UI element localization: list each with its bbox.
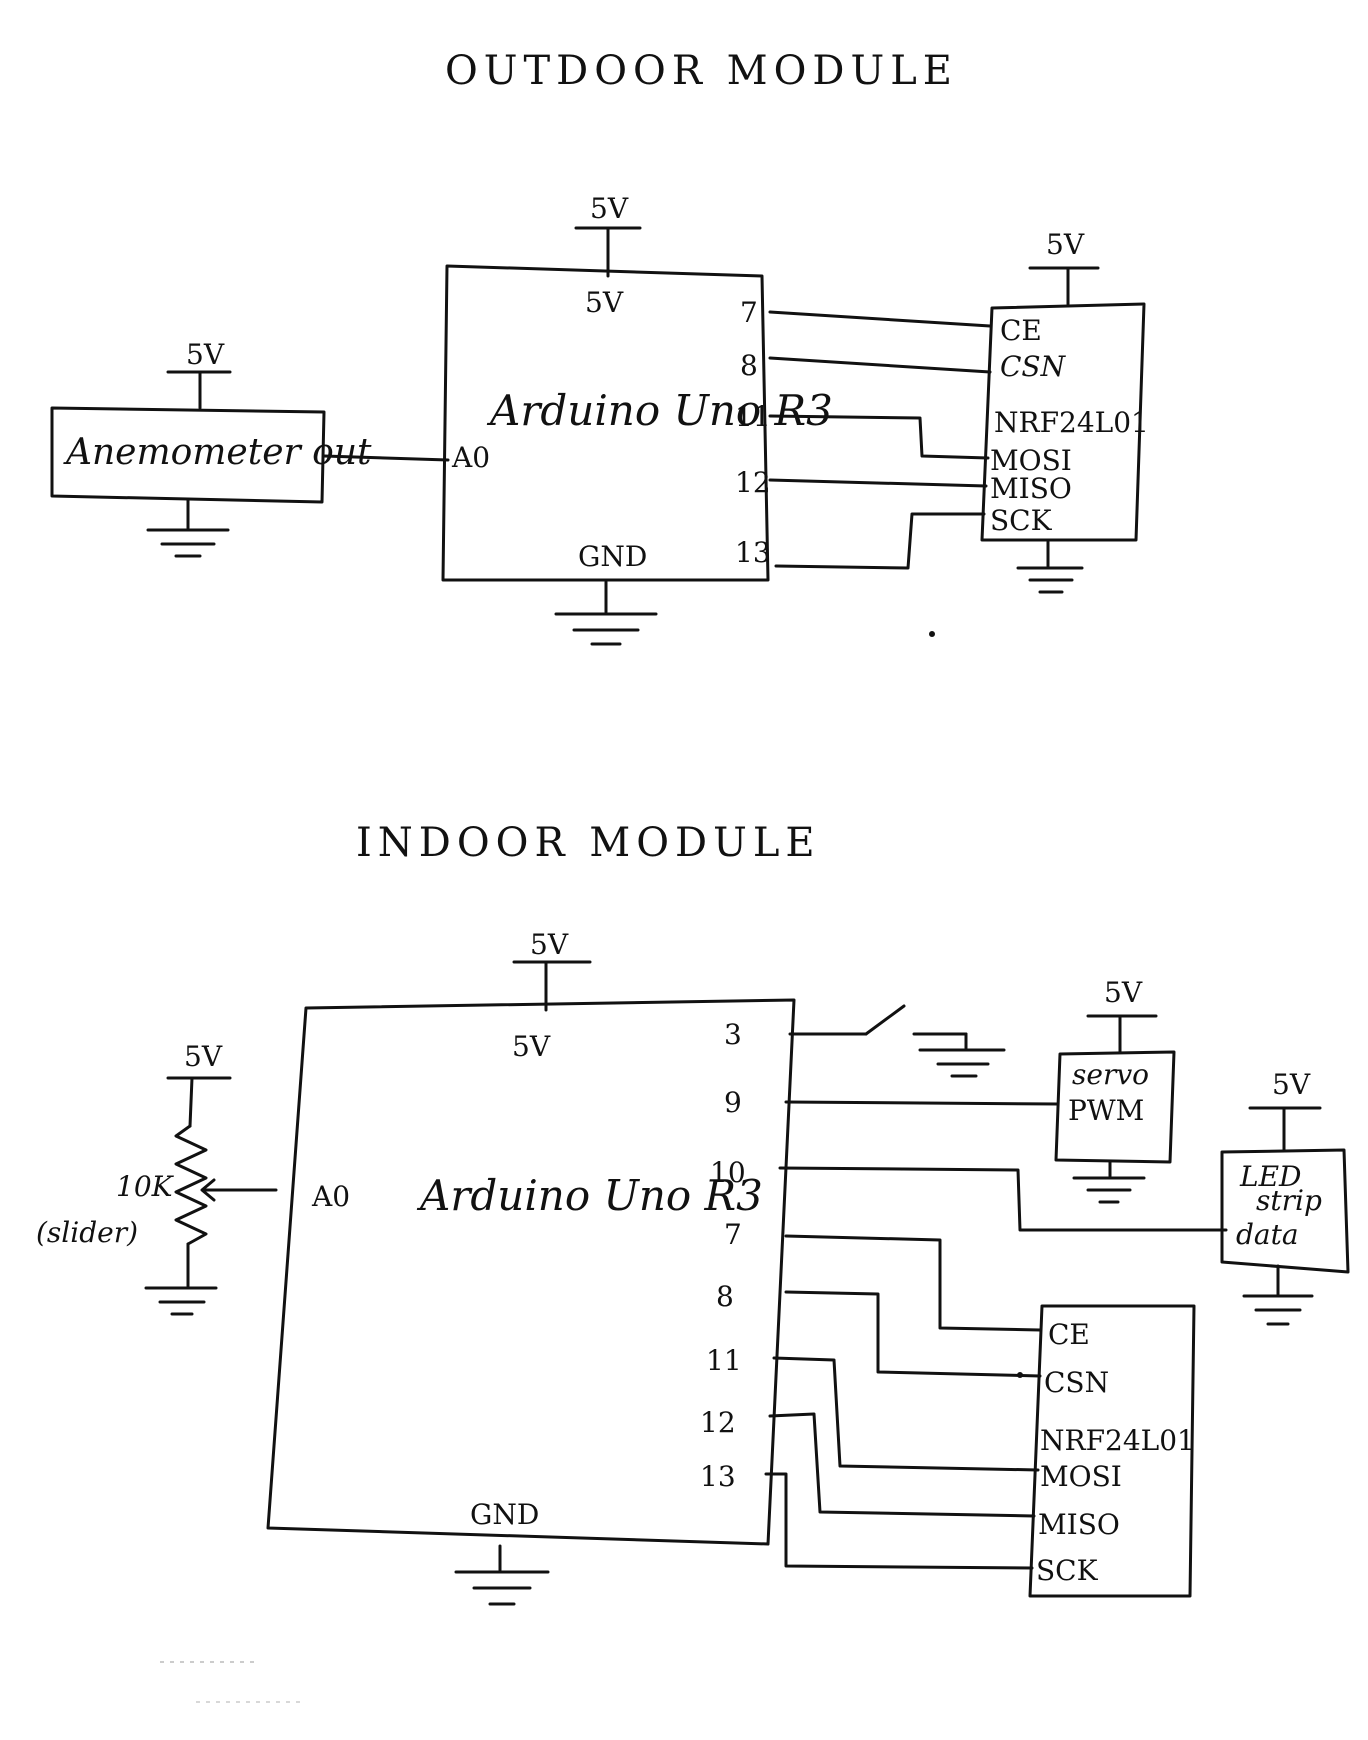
supply-label: 5V bbox=[1104, 976, 1143, 1009]
pin-label: 7 bbox=[724, 1218, 742, 1251]
pin-label: 12 bbox=[700, 1406, 736, 1439]
outdoor-nrf24l01-module: CE CSN NRF24L01 MOSI MISO SCK bbox=[980, 302, 1149, 594]
led-pin: data bbox=[1236, 1218, 1299, 1251]
radio-pin-label: CSN bbox=[1044, 1366, 1109, 1399]
radio-pin-label: CE bbox=[1048, 1318, 1090, 1351]
radio-name: NRF24L01 bbox=[994, 406, 1149, 439]
pin-label: 9 bbox=[724, 1086, 742, 1119]
scan-noise bbox=[160, 631, 935, 1703]
pushbutton-switch bbox=[788, 1004, 1006, 1078]
outdoor-spi-wires bbox=[768, 310, 992, 570]
pot-value: 10K bbox=[116, 1170, 175, 1203]
outdoor-arduino-board: 5V Arduino Uno R3 A0 GND 7 8 11 12 13 bbox=[441, 264, 833, 582]
potentiometer: 5V 10K (slider) bbox=[36, 1040, 278, 1316]
indoor-title: INDOOR MODULE bbox=[356, 820, 821, 866]
indoor-spi-wires bbox=[764, 1234, 1042, 1570]
led-name: LED bbox=[1239, 1160, 1301, 1193]
resistor-zigzag bbox=[174, 1124, 208, 1246]
wire-pin10-led bbox=[778, 1166, 1228, 1232]
arduino-name: Arduino Uno R3 bbox=[416, 1171, 763, 1220]
outdoor-radio-5v-supply: 5V bbox=[1028, 228, 1100, 306]
gnd-pin-label: GND bbox=[470, 1498, 539, 1531]
gnd-pin-label: GND bbox=[578, 540, 647, 573]
led-name2: strip bbox=[1256, 1184, 1322, 1217]
supply-label: 5V bbox=[530, 928, 569, 961]
radio-name: NRF24L01 bbox=[1040, 1424, 1195, 1457]
vcc-pin-label: 5V bbox=[585, 286, 624, 319]
pin-label: 7 bbox=[740, 296, 758, 329]
radio-pin-label: SCK bbox=[1036, 1554, 1099, 1587]
pin-label: 8 bbox=[740, 349, 758, 382]
pin-label: 11 bbox=[706, 1344, 742, 1377]
pin-label: 3 bbox=[724, 1018, 742, 1051]
radio-pin-label: SCK bbox=[990, 504, 1053, 537]
supply-label: 5V bbox=[1272, 1068, 1311, 1101]
supply-label: 5V bbox=[1046, 228, 1085, 261]
a0-pin-label: A0 bbox=[311, 1180, 350, 1213]
indoor-arduino-board: 5V Arduino Uno R3 A0 GND 3 9 10 7 8 11 1… bbox=[266, 998, 796, 1546]
radio-pin-label: MISO bbox=[1038, 1508, 1120, 1541]
outdoor-arduino-ground-symbol bbox=[554, 580, 658, 646]
outdoor-arduino-5v-supply: 5V bbox=[574, 192, 642, 278]
radio-pin-label: MISO bbox=[990, 472, 1072, 505]
radio-pin-label: CSN bbox=[1000, 350, 1067, 383]
outdoor-title: OUTDOOR MODULE bbox=[445, 48, 958, 94]
pin-label: 12 bbox=[735, 466, 771, 499]
servo-name: servo bbox=[1072, 1058, 1149, 1091]
pin-label: 11 bbox=[735, 400, 771, 433]
wire-anemometer-a0 bbox=[322, 454, 450, 462]
servo: 5V servo PWM bbox=[1054, 976, 1176, 1204]
indoor-arduino-ground-symbol bbox=[454, 1544, 550, 1606]
pin-label: 10 bbox=[710, 1156, 746, 1189]
a0-pin-label: A0 bbox=[451, 441, 490, 474]
led-strip: 5V LED strip data bbox=[1220, 1068, 1350, 1326]
arduino-name: Arduino Uno R3 bbox=[486, 386, 833, 435]
supply-label: 5V bbox=[184, 1040, 223, 1073]
pin-label: 8 bbox=[716, 1280, 734, 1313]
wiper-arrow bbox=[200, 1178, 216, 1202]
radio-pin-label: CE bbox=[1000, 314, 1042, 347]
vcc-pin-label: 5V bbox=[512, 1030, 551, 1063]
radio-pin-label: MOSI bbox=[1040, 1460, 1122, 1493]
pin-label: 13 bbox=[735, 536, 771, 569]
wire-pin9-servo bbox=[784, 1100, 1060, 1106]
supply-label: 5V bbox=[590, 192, 629, 225]
indoor-nrf24l01-module: CE CSN NRF24L01 MOSI MISO SCK bbox=[1028, 1304, 1196, 1598]
pot-note: (slider) bbox=[36, 1216, 138, 1249]
anemometer-label: Anemometer out bbox=[63, 432, 372, 473]
radio-pin-label: MOSI bbox=[990, 444, 1072, 477]
pin-label: 13 bbox=[700, 1460, 736, 1493]
supply-label: 5V bbox=[186, 338, 225, 371]
servo-pin: PWM bbox=[1068, 1094, 1144, 1127]
indoor-arduino-5v-supply: 5V bbox=[512, 928, 592, 1012]
anemometer: 5V Anemometer out bbox=[50, 338, 372, 558]
